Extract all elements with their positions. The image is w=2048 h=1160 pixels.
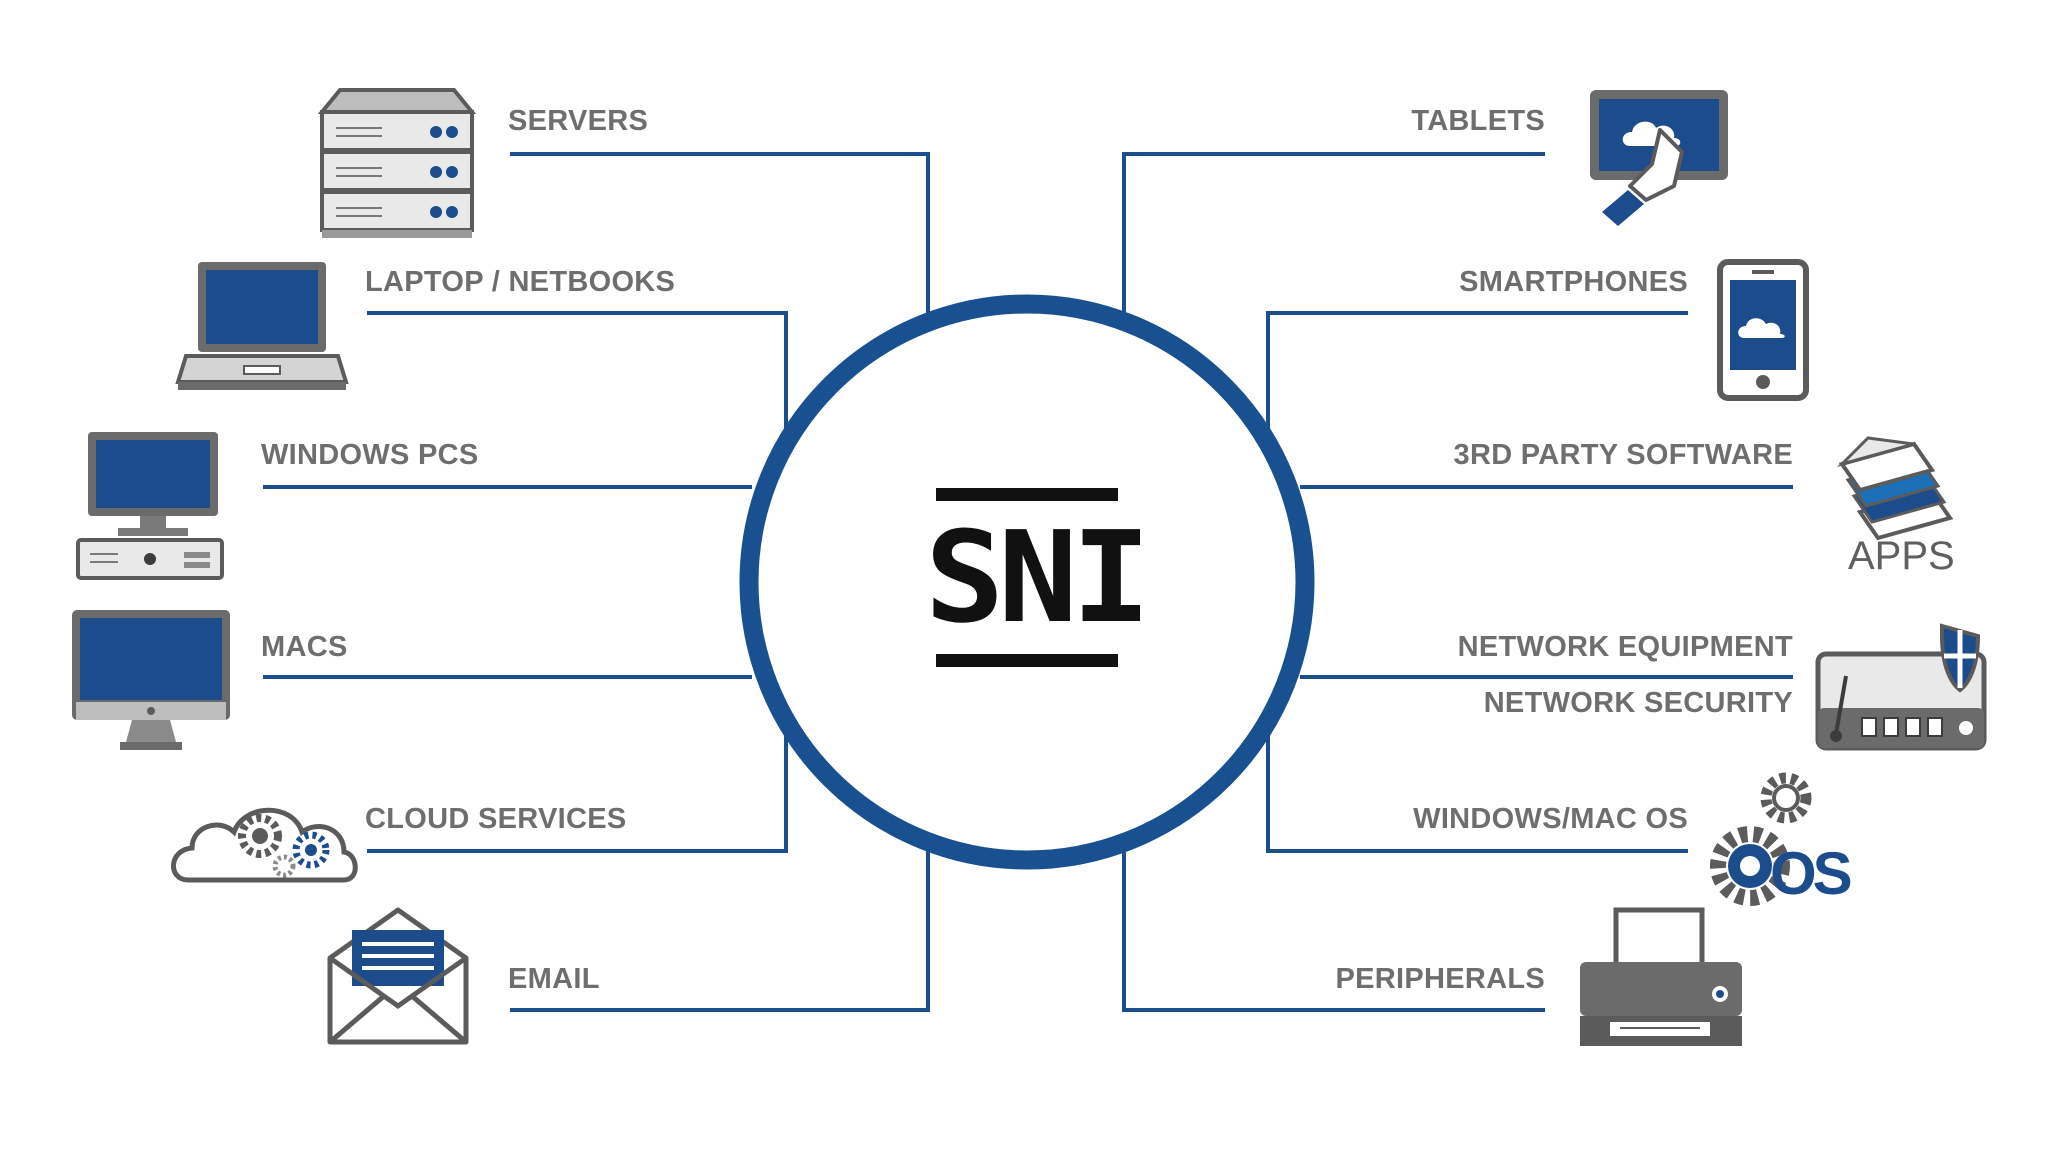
connector-email <box>510 840 930 1012</box>
label-network-equipment: NETWORK EQUIPMENT <box>1457 631 1793 663</box>
connector-smartphones <box>1266 311 1688 440</box>
server-stack-icon <box>317 88 477 238</box>
label-tablets: TABLETS <box>1411 105 1545 137</box>
smartphone-icon <box>1717 259 1809 401</box>
logo-bottom-bar <box>936 654 1118 667</box>
connector-cloud <box>367 720 788 853</box>
label-software: 3RD PARTY SOFTWARE <box>1453 439 1793 471</box>
label-os: WINDOWS/MAC OS <box>1413 803 1688 835</box>
connector-os <box>1266 720 1688 853</box>
label-laptops: LAPTOP / NETBOOKS <box>365 266 676 298</box>
tablet-touch-icon <box>1590 90 1728 226</box>
connector-laptops <box>367 311 788 440</box>
connector-peripherals <box>1122 840 1545 1012</box>
label-windows-pcs: WINDOWS PCS <box>261 439 479 471</box>
imac-icon <box>72 610 230 750</box>
connector-servers <box>510 152 930 320</box>
printer-icon <box>1580 907 1742 1046</box>
logo-top-bar <box>936 488 1118 501</box>
label-smartphones: SMARTPHONES <box>1459 266 1688 298</box>
os-gears-icon <box>1710 772 1812 906</box>
cloud-gears-icon <box>171 807 358 883</box>
apps-stack-icon <box>1836 436 1954 541</box>
connector-tablets <box>1122 152 1545 320</box>
label-macs: MACS <box>261 631 348 663</box>
apps-word: APPS <box>1848 534 1955 578</box>
label-network-security: NETWORK SECURITY <box>1483 687 1793 719</box>
os-mark: OS <box>1770 840 1853 907</box>
label-servers: SERVERS <box>508 105 649 137</box>
sni-logo: SNI <box>924 504 1151 651</box>
router-shield-icon <box>1815 623 1987 751</box>
laptop-icon <box>175 262 349 390</box>
label-email: EMAIL <box>508 963 600 995</box>
label-peripherals: PERIPHERALS <box>1335 963 1545 995</box>
center-ring <box>739 294 1315 870</box>
desktop-pc-icon <box>76 432 224 580</box>
label-cloud: CLOUD SERVICES <box>365 803 627 835</box>
envelope-icon <box>327 907 469 1045</box>
